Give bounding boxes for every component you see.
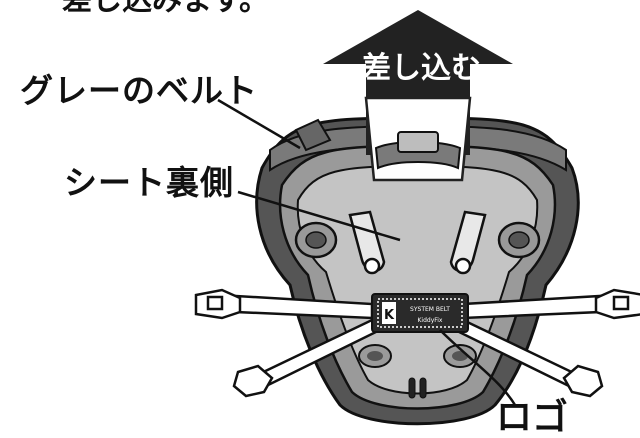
logo-line1: SYSTEM BELT bbox=[410, 306, 450, 313]
gray-belt-label: グレーのベルト bbox=[20, 71, 258, 110]
logo-badge: K SYSTEM BELT KiddyFix bbox=[371, 293, 469, 333]
logo-line2: KiddyFix bbox=[417, 317, 442, 324]
instruction-text: 差し込みます。 bbox=[62, 0, 269, 18]
logo-mark: K bbox=[384, 308, 395, 323]
harness-straps bbox=[234, 294, 602, 390]
seat-back-label: シート裏側 bbox=[64, 163, 234, 202]
leader-seat-back bbox=[237, 190, 401, 242]
bottom-slot-mark bbox=[408, 377, 427, 399]
strap-buckles bbox=[194, 288, 640, 398]
belt-tail bbox=[294, 118, 332, 152]
leader-gray-belt bbox=[217, 98, 301, 150]
insert-label: 差し込む bbox=[361, 51, 481, 86]
logo-label: ロゴ bbox=[496, 397, 569, 438]
leader-logo bbox=[439, 329, 517, 406]
